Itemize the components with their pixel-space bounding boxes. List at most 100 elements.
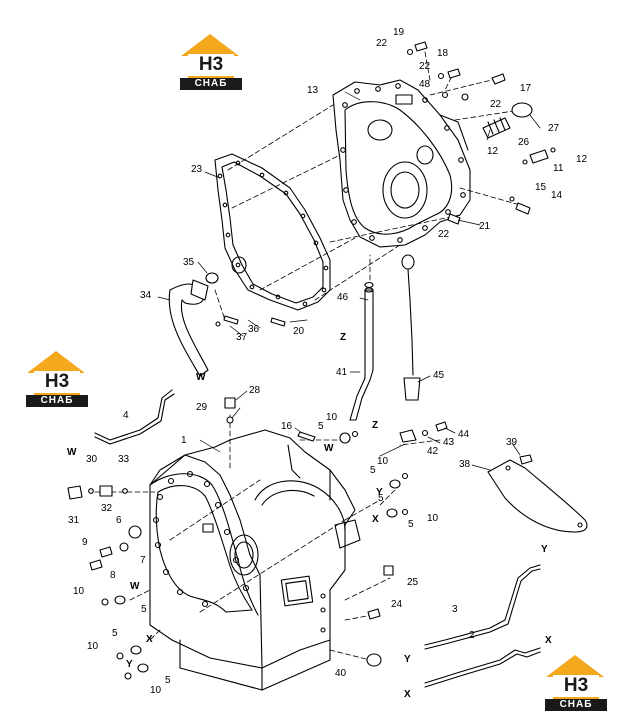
callout-8: 8 [110,570,116,581]
callout-30: 30 [86,454,98,465]
callout-42: 42 [427,446,439,457]
callout-27: 27 [548,123,560,134]
letter-x-1: X [372,514,379,525]
letter-y-2: Y [541,544,548,555]
logo-caption: СНАБ [559,699,593,710]
callout-14: 14 [551,190,563,201]
letter-z-2: Z [372,420,379,431]
breather-tube [168,272,219,377]
brand-logo-bottom: H3 СНАБ [541,651,611,713]
letter-z-1: Z [340,332,347,343]
tube-4 [94,389,175,445]
letter-y-1: Y [376,487,383,498]
callout-16: 16 [281,421,293,432]
callout-48: 48 [419,79,431,90]
callout-34: 34 [140,290,152,301]
callout-5d: 5 [408,519,414,530]
callout-22b: 22 [419,61,431,72]
callout-23: 23 [191,164,203,175]
letter-w-3: W [324,443,334,454]
tube-2 [424,647,541,688]
callout-43: 43 [443,437,455,448]
callout-45: 45 [433,370,445,381]
callout-7: 7 [140,555,146,566]
callout-3: 3 [452,604,458,615]
leader-lines [157,91,541,471]
callout-12b: 12 [576,154,588,165]
callout-5e: 5 [141,604,147,615]
callout-10c: 10 [427,513,439,524]
callout-46: 46 [337,292,349,303]
callout-10d: 10 [73,586,85,597]
logo-mark: H3 [563,675,589,696]
callout-10f: 10 [150,685,162,696]
hardware [67,41,556,680]
callout-11: 11 [553,163,564,174]
callout-22c: 22 [490,99,502,110]
callout-38: 38 [459,459,471,470]
callout-28: 28 [249,385,261,396]
callout-41: 41 [336,367,348,378]
logo-caption: СНАБ [194,78,228,89]
callout-29: 29 [196,402,208,413]
gasket [214,153,331,311]
callout-10a: 10 [326,412,338,423]
callout-17: 17 [520,83,532,94]
house-logo-icon [545,655,607,711]
front-cover [332,79,471,248]
callout-39: 39 [506,437,518,448]
callout-5a: 5 [318,421,324,432]
callout-12a: 12 [487,146,499,157]
callout-9: 9 [82,537,88,548]
logo-caption: СНАБ [40,395,74,406]
letter-x-4: X [404,689,411,700]
callout-37: 37 [236,332,248,343]
callout-15: 15 [535,182,547,193]
callout-25: 25 [407,577,419,588]
callout-35: 35 [183,257,195,268]
letter-w-4: W [130,581,140,592]
callout-22a: 22 [376,38,388,49]
brand-logo-top: H3 СНАБ [176,30,246,92]
callout-21: 21 [479,221,491,232]
letter-w-1: W [196,372,206,383]
callout-44: 44 [458,429,470,440]
callout-2: 2 [469,630,475,641]
letter-y-3: Y [404,654,411,665]
callout-4: 4 [123,410,129,421]
callout-26: 26 [518,137,530,148]
callout-31: 31 [68,515,80,526]
logo-mark: H3 [198,54,224,75]
callout-10e: 10 [87,641,99,652]
callout-36: 36 [248,324,260,335]
dipstick-tube [349,281,374,421]
callout-6: 6 [116,515,122,526]
callout-20: 20 [293,326,305,337]
letter-x-2: X [146,634,153,645]
letter-x-3: X [545,635,552,646]
callout-22d: 22 [438,229,450,240]
house-logo-icon [180,34,242,90]
callout-19: 19 [393,27,405,38]
logo-mark: H3 [44,371,70,392]
letter-w-2: W [67,447,77,458]
tube-3 [424,564,541,650]
main-housing [149,429,361,691]
callout-5f: 5 [112,628,118,639]
guard-plate [487,459,588,533]
callout-5b: 5 [370,465,376,476]
dipstick [401,254,421,401]
house-logo-icon [26,351,88,407]
callout-5g: 5 [165,675,171,686]
callout-40: 40 [335,668,347,679]
callout-32: 32 [101,503,113,514]
callout-33: 33 [118,454,130,465]
brand-logo-left: H3 СНАБ [22,347,92,409]
callout-13: 13 [307,85,319,96]
callout-1: 1 [181,435,187,446]
callout-18: 18 [437,48,449,59]
callout-24: 24 [391,599,403,610]
letter-y-4: Y [126,659,133,670]
